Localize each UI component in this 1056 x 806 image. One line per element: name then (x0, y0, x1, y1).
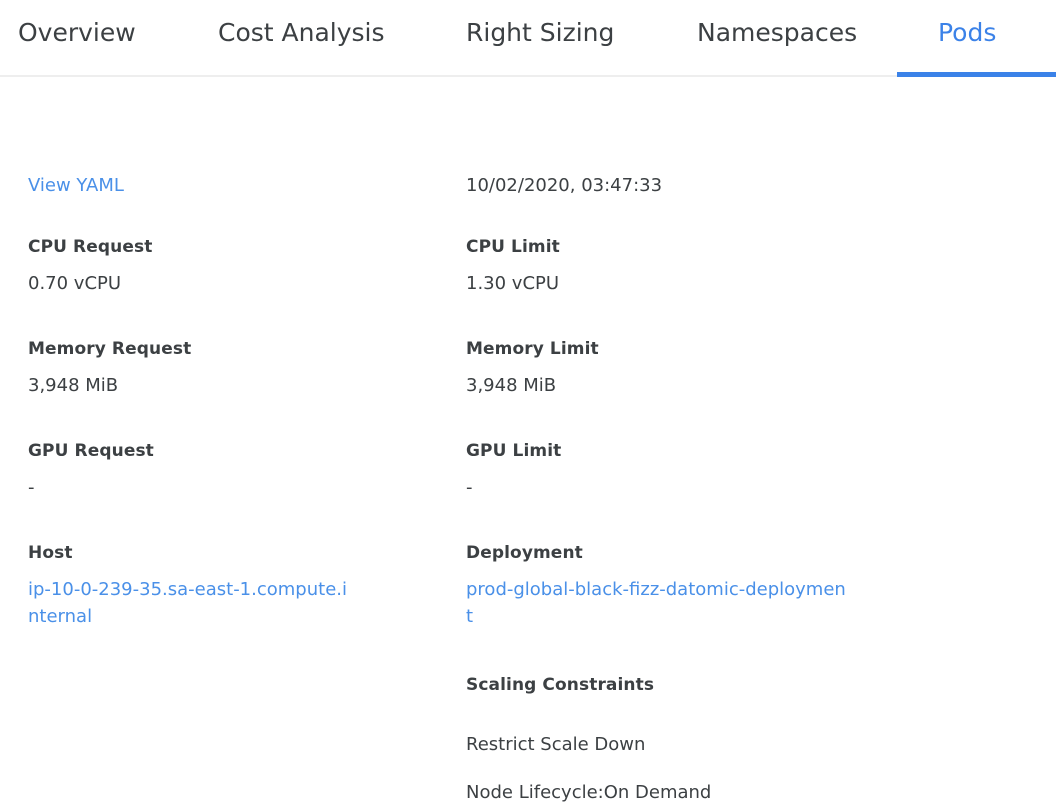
tab-bar: Overview Cost Analysis Right Sizing Name… (0, 0, 1056, 77)
field-gpu-request: GPU Request - (28, 439, 154, 501)
field-deployment: Deployment prod-global-black-fizz-datomi… (466, 541, 851, 630)
field-value-cpu-request: 0.70 vCPU (28, 273, 122, 294)
field-value-gpu-limit: - (466, 477, 473, 498)
field-cpu-request: CPU Request 0.70 vCPU (28, 235, 152, 297)
tab-right-sizing[interactable]: Right Sizing (466, 18, 615, 47)
field-label-host: Host (28, 543, 73, 563)
field-label-gpu-request: GPU Request (28, 441, 154, 461)
tab-list: Overview Cost Analysis Right Sizing Name… (0, 0, 1056, 75)
field-value-cpu-limit: 1.30 vCPU (466, 273, 560, 294)
constraint-restrict-scale-down: Restrict Scale Down (466, 734, 646, 755)
view-yaml-link[interactable]: View YAML (28, 175, 124, 196)
field-label-memory-limit: Memory Limit (466, 339, 599, 359)
tab-overview[interactable]: Overview (18, 18, 136, 47)
tab-namespaces[interactable]: Namespaces (697, 18, 858, 47)
field-memory-request: Memory Request 3,948 MiB (28, 337, 191, 399)
field-label-memory-request: Memory Request (28, 339, 192, 359)
host-link[interactable]: ip-10-0-239-35.sa-east-1.compute.interna… (28, 579, 347, 627)
field-gpu-limit: GPU Limit - (466, 439, 561, 501)
field-host: Host ip-10-0-239-35.sa-east-1.compute.in… (28, 541, 358, 630)
field-memory-limit: Memory Limit 3,948 MiB (466, 337, 599, 399)
pod-start-timestamp: 10/02/2020, 03:47:33 (466, 175, 663, 196)
field-label-deployment: Deployment (466, 543, 583, 563)
deployment-link[interactable]: prod-global-black-fizz-datomic-deploymen… (466, 579, 846, 627)
field-value-memory-limit: 3,948 MiB (466, 375, 557, 396)
active-tab-indicator (897, 72, 1056, 77)
field-label-cpu-request: CPU Request (28, 237, 153, 257)
field-label-gpu-limit: GPU Limit (466, 441, 562, 461)
tab-pods[interactable]: Pods (938, 18, 997, 47)
field-label-cpu-limit: CPU Limit (466, 237, 560, 257)
field-value-memory-request: 3,948 MiB (28, 375, 119, 396)
field-value-gpu-request: - (28, 477, 35, 498)
scaling-constraints-label: Scaling Constraints (466, 675, 655, 695)
constraint-node-lifecycle: Node Lifecycle:On Demand (466, 782, 712, 803)
scaling-constraints-section: Scaling Constraints Restrict Scale Down … (466, 673, 851, 806)
field-cpu-limit: CPU Limit 1.30 vCPU (466, 235, 560, 297)
tab-cost-analysis[interactable]: Cost Analysis (218, 18, 385, 47)
